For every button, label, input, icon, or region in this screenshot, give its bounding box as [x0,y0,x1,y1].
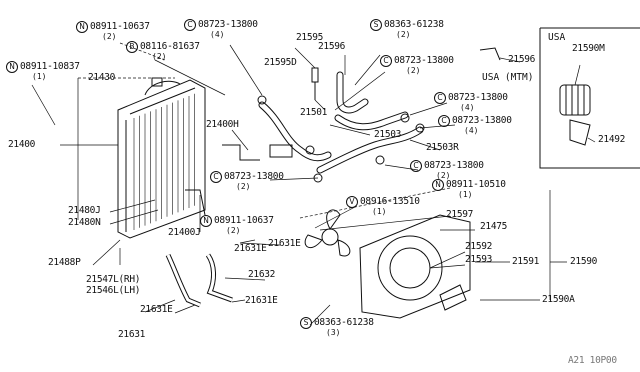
part-number-label: 21631 [118,329,146,340]
part-number-label: 08363-61238 [384,19,444,30]
part-number-label: 21592 [465,241,493,252]
radiator [117,77,206,239]
quantity-label: (1) [32,72,47,81]
part-number-label: 21590A [542,294,575,305]
part-number-label: 21492 [598,134,626,145]
callout-prefix-symbol: S [370,19,382,31]
part-number-label: 08911-10637 [90,21,150,32]
quantity-label: (4) [210,30,225,39]
quantity-label: (1) [372,207,387,216]
part-number-label: 21400 [8,139,36,150]
callout-prefix-symbol: N [432,179,444,191]
outlet-hose [334,111,409,131]
part-number-label: 21488P [48,257,81,268]
quantity-label: (2) [396,30,411,39]
callout-prefix-symbol: C [380,55,392,67]
part-number-label: 21480N [68,217,101,228]
part-number-label: 21631E [245,295,278,306]
part-number-label: 21591 [512,256,540,267]
callout-prefix-symbol: N [76,21,88,33]
part-number-label: 21596 [508,54,536,65]
part-number-label: 08723-13800 [224,171,284,182]
part-number-label: 08723-13800 [452,115,512,126]
quantity-label: (2) [236,182,251,191]
part-number-label: 21430 [88,72,116,83]
quantity-label: (2) [152,52,167,61]
part-number-label: 21593 [465,254,493,265]
part-number-label: 21590 [570,256,598,267]
fan [304,209,351,257]
callout-prefix-symbol: C [438,115,450,127]
part-number-label: 21595 [296,32,324,43]
part-number-label: 08911-10637 [214,215,274,226]
inset-frame [539,28,640,169]
leader-lines [31,42,596,326]
part-number-label: 21632 [248,269,276,280]
part-number-label: 21631E [140,304,173,315]
diagram-ref: A21 10P00 [568,355,617,366]
part-number-label: 21595D [264,57,297,68]
part-number-label: 08916-13510 [360,196,420,207]
part-number-label: 08911-10510 [446,179,506,190]
part-number-label: 21503R [426,142,459,153]
fan-shroud [359,214,471,319]
inset-subregion-label: USA (MTM) [482,72,534,83]
part-number-label: 21480J [68,205,101,216]
quantity-label: (2) [226,226,241,235]
inset-region-label: USA [548,32,566,43]
callout-prefix-symbol: C [434,92,446,104]
part-number-label: 21475 [480,221,508,232]
quantity-label: (4) [460,103,475,112]
part-number-label: 21400H [206,119,239,130]
quantity-label: (2) [406,66,421,75]
part-number-label: 08723-13800 [394,55,454,66]
lower-hose [316,126,424,174]
quantity-label: (3) [326,328,341,337]
bypass-hose [336,71,369,114]
callout-prefix-symbol: N [200,215,212,227]
quantity-label: (4) [464,126,479,135]
part-number-label: 08116-81637 [140,41,200,52]
quantity-label: (2) [102,32,117,41]
part-number-label: 21631E [268,238,301,249]
part-number-label: 21546L(LH) [86,285,141,296]
callout-prefix-symbol: B [126,41,138,53]
part-number-label: 21501 [300,107,328,118]
upper-hose [258,101,332,162]
callout-prefix-symbol: V [346,196,358,208]
part-number-label: 21590M [572,43,605,54]
part-number-label: 21596 [318,41,346,52]
part-number-label: 21631E [234,243,267,254]
callout-prefix-symbol: S [300,317,312,329]
part-number-label: 08911-10837 [20,61,80,72]
part-number-label: 08723-13800 [424,160,484,171]
quantity-label: (2) [436,171,451,180]
quantity-label: (1) [458,190,473,199]
part-number-label: 08723-13800 [448,92,508,103]
inset-motor [559,84,591,146]
cooler-hoses [165,189,233,308]
callout-prefix-symbol: C [210,171,222,183]
callout-prefix-symbol: C [410,160,422,172]
part-number-label: 08363-61238 [314,317,374,328]
part-number-label: 21547L(RH) [86,274,141,285]
callout-prefix-symbol: C [184,19,196,31]
part-number-label: 21503 [374,129,402,140]
part-number-label: 08723-13800 [198,19,258,30]
callout-prefix-symbol: N [6,61,18,73]
part-number-label: 21597 [446,209,474,220]
part-number-label: 21400J [168,227,201,238]
